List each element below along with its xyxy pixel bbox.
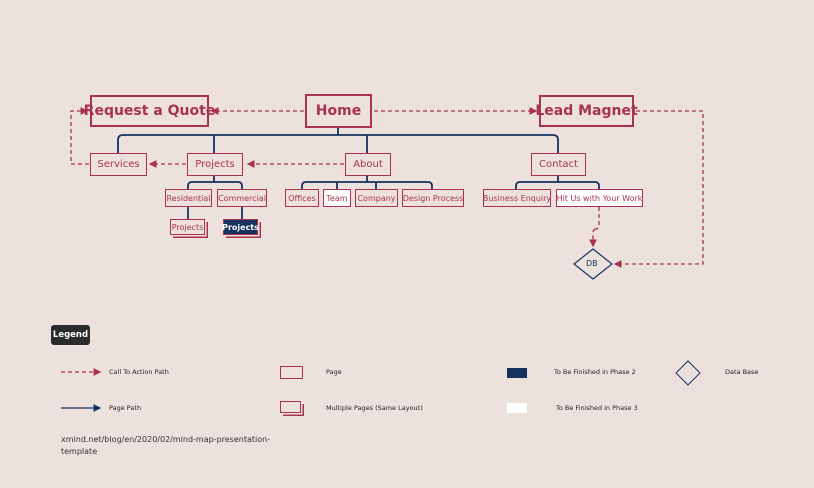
- legend-multiple-pages-swatch: [280, 401, 301, 413]
- source-url: xmind.net/blog/en/2020/02/mind-map-prese…: [61, 435, 271, 456]
- node-about[interactable]: About: [345, 153, 391, 176]
- legend-phase3-swatch: [507, 403, 527, 413]
- legend-phase2-swatch: [507, 368, 527, 378]
- node-contact[interactable]: Contact: [531, 153, 586, 176]
- node-home[interactable]: Home: [305, 94, 372, 128]
- node-residential[interactable]: Residential: [165, 189, 212, 207]
- node-team[interactable]: Team: [323, 189, 351, 207]
- legend-multiple-pages-label: Multiple Pages (Same Layout): [326, 404, 423, 412]
- node-services[interactable]: Services: [90, 153, 147, 176]
- node-projects-phase2[interactable]: Projects: [222, 219, 259, 235]
- node-hit-us-with-your-work[interactable]: Hit Us with Your Work: [556, 189, 643, 207]
- legend-page-path-label: Page Path: [109, 404, 142, 412]
- node-business-enquiry[interactable]: Business Enquiry: [483, 189, 551, 207]
- legend-page-label: Page: [326, 368, 342, 376]
- node-offices[interactable]: Offices: [285, 189, 319, 207]
- page-path-lines: [117, 128, 600, 219]
- legend-phase3-label: To Be Finished in Phase 3: [556, 404, 638, 412]
- node-request-a-quote[interactable]: Request a Quote: [84, 95, 215, 127]
- node-projects-multiple[interactable]: Projects: [170, 219, 205, 235]
- node-company[interactable]: Company: [355, 189, 398, 207]
- db-diamond: [573, 248, 613, 280]
- cta-path-lines: [70, 107, 704, 268]
- legend-phase2-label: To Be Finished in Phase 2: [554, 368, 636, 376]
- db-label: DB: [586, 259, 598, 268]
- node-projects[interactable]: Projects: [187, 153, 243, 176]
- node-commercial[interactable]: Commercial: [217, 189, 267, 207]
- legend-cta-path-label: Call To Action Path: [109, 368, 169, 376]
- node-lead-magnet[interactable]: Lead Magnet: [535, 95, 638, 127]
- legend-title: Legend: [51, 325, 90, 345]
- legend-database-label: Data Base: [725, 368, 759, 376]
- legend-db-diamond: [675, 360, 701, 386]
- legend-page-swatch: [280, 366, 303, 379]
- node-design-process[interactable]: Design Process: [402, 189, 464, 207]
